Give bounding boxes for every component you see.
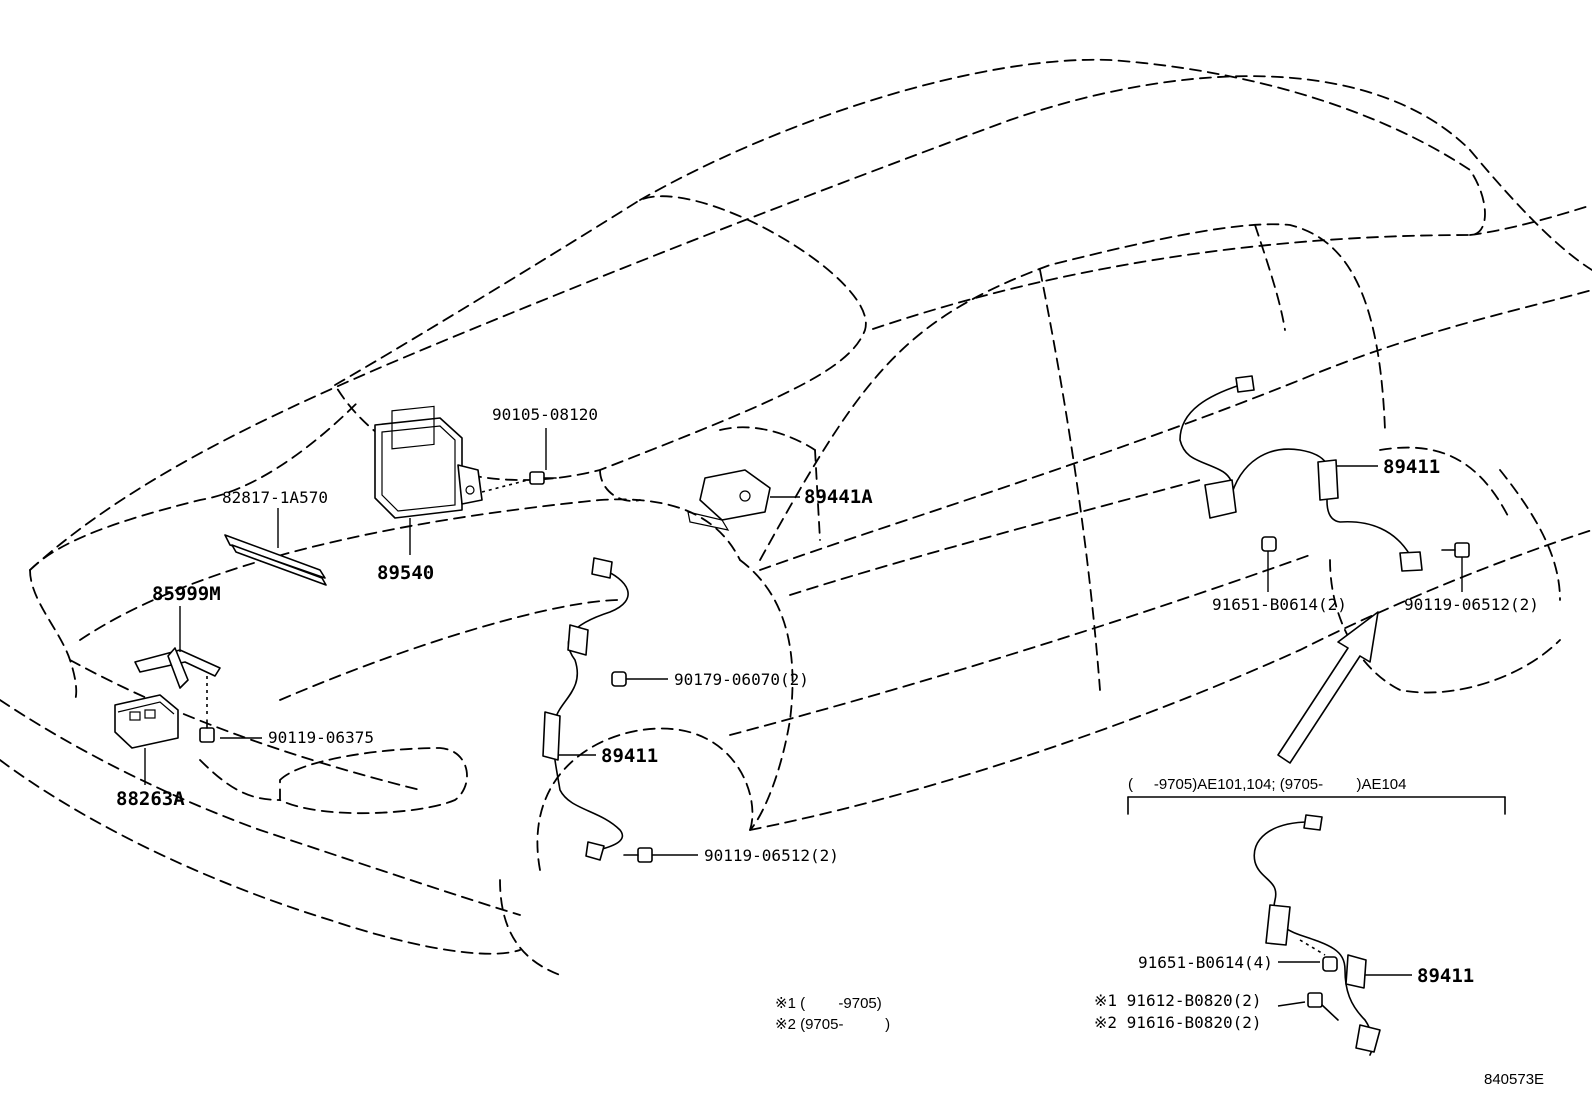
sensor-icon [542,557,629,861]
leader-ecu-bolt [481,479,529,493]
label-89411-rear: 89411 [1383,456,1440,478]
footnote-1: ※1 ( -9705) [775,995,882,1012]
label-82817-1a570: 82817-1A570 [222,488,328,507]
bolt-icon [1261,536,1470,558]
wire-strip-icon [224,534,327,586]
label-89441a: 89441A [804,486,873,508]
abs-ecu-icon [374,405,483,519]
label-91616-b0820: ※2 91616-B0820(2) [1094,1013,1262,1032]
bolt-icon [529,471,557,485]
arrow-icon [1277,611,1379,764]
car-body-outline [0,58,1592,976]
leader-9161x-inset [1277,1001,1306,1007]
bolt-icon [1299,939,1339,1021]
inset-bracket [1127,796,1506,815]
sensor-icon [1179,375,1423,572]
diagram-id: 840573E [1484,1071,1544,1088]
label-90179-06070: 90179-06070(2) [674,670,809,689]
label-85999m: 85999M [152,583,221,605]
inset-header: ( -9705)AE101,104; (9705- )AE104 [1128,776,1407,793]
label-90119-06512-rear: 90119-06512(2) [1404,595,1539,614]
relay-icon [114,694,179,749]
label-90119-06512-front: 90119-06512(2) [704,846,839,865]
label-89411-inset: 89411 [1417,965,1474,987]
label-91651-b0614-inset: 91651-B0614(4) [1138,953,1273,972]
label-90119-06375: 90119-06375 [268,728,374,747]
label-89411-front: 89411 [601,745,658,767]
bracket-icon [134,647,221,689]
sensor-icon [1253,814,1381,1056]
label-88263a: 88263A [116,788,185,810]
label-89540: 89540 [377,562,434,584]
label-91612-b0820: ※1 91612-B0820(2) [1094,991,1262,1010]
label-91651-b0614-rear: 91651-B0614(2) [1212,595,1347,614]
sensor-icon [687,469,771,531]
bolt-icon [611,671,653,863]
label-90105-08120: 90105-08120 [492,405,598,424]
footnote-2: ※2 (9705- ) [775,1016,890,1033]
bolt-icon [199,719,215,743]
